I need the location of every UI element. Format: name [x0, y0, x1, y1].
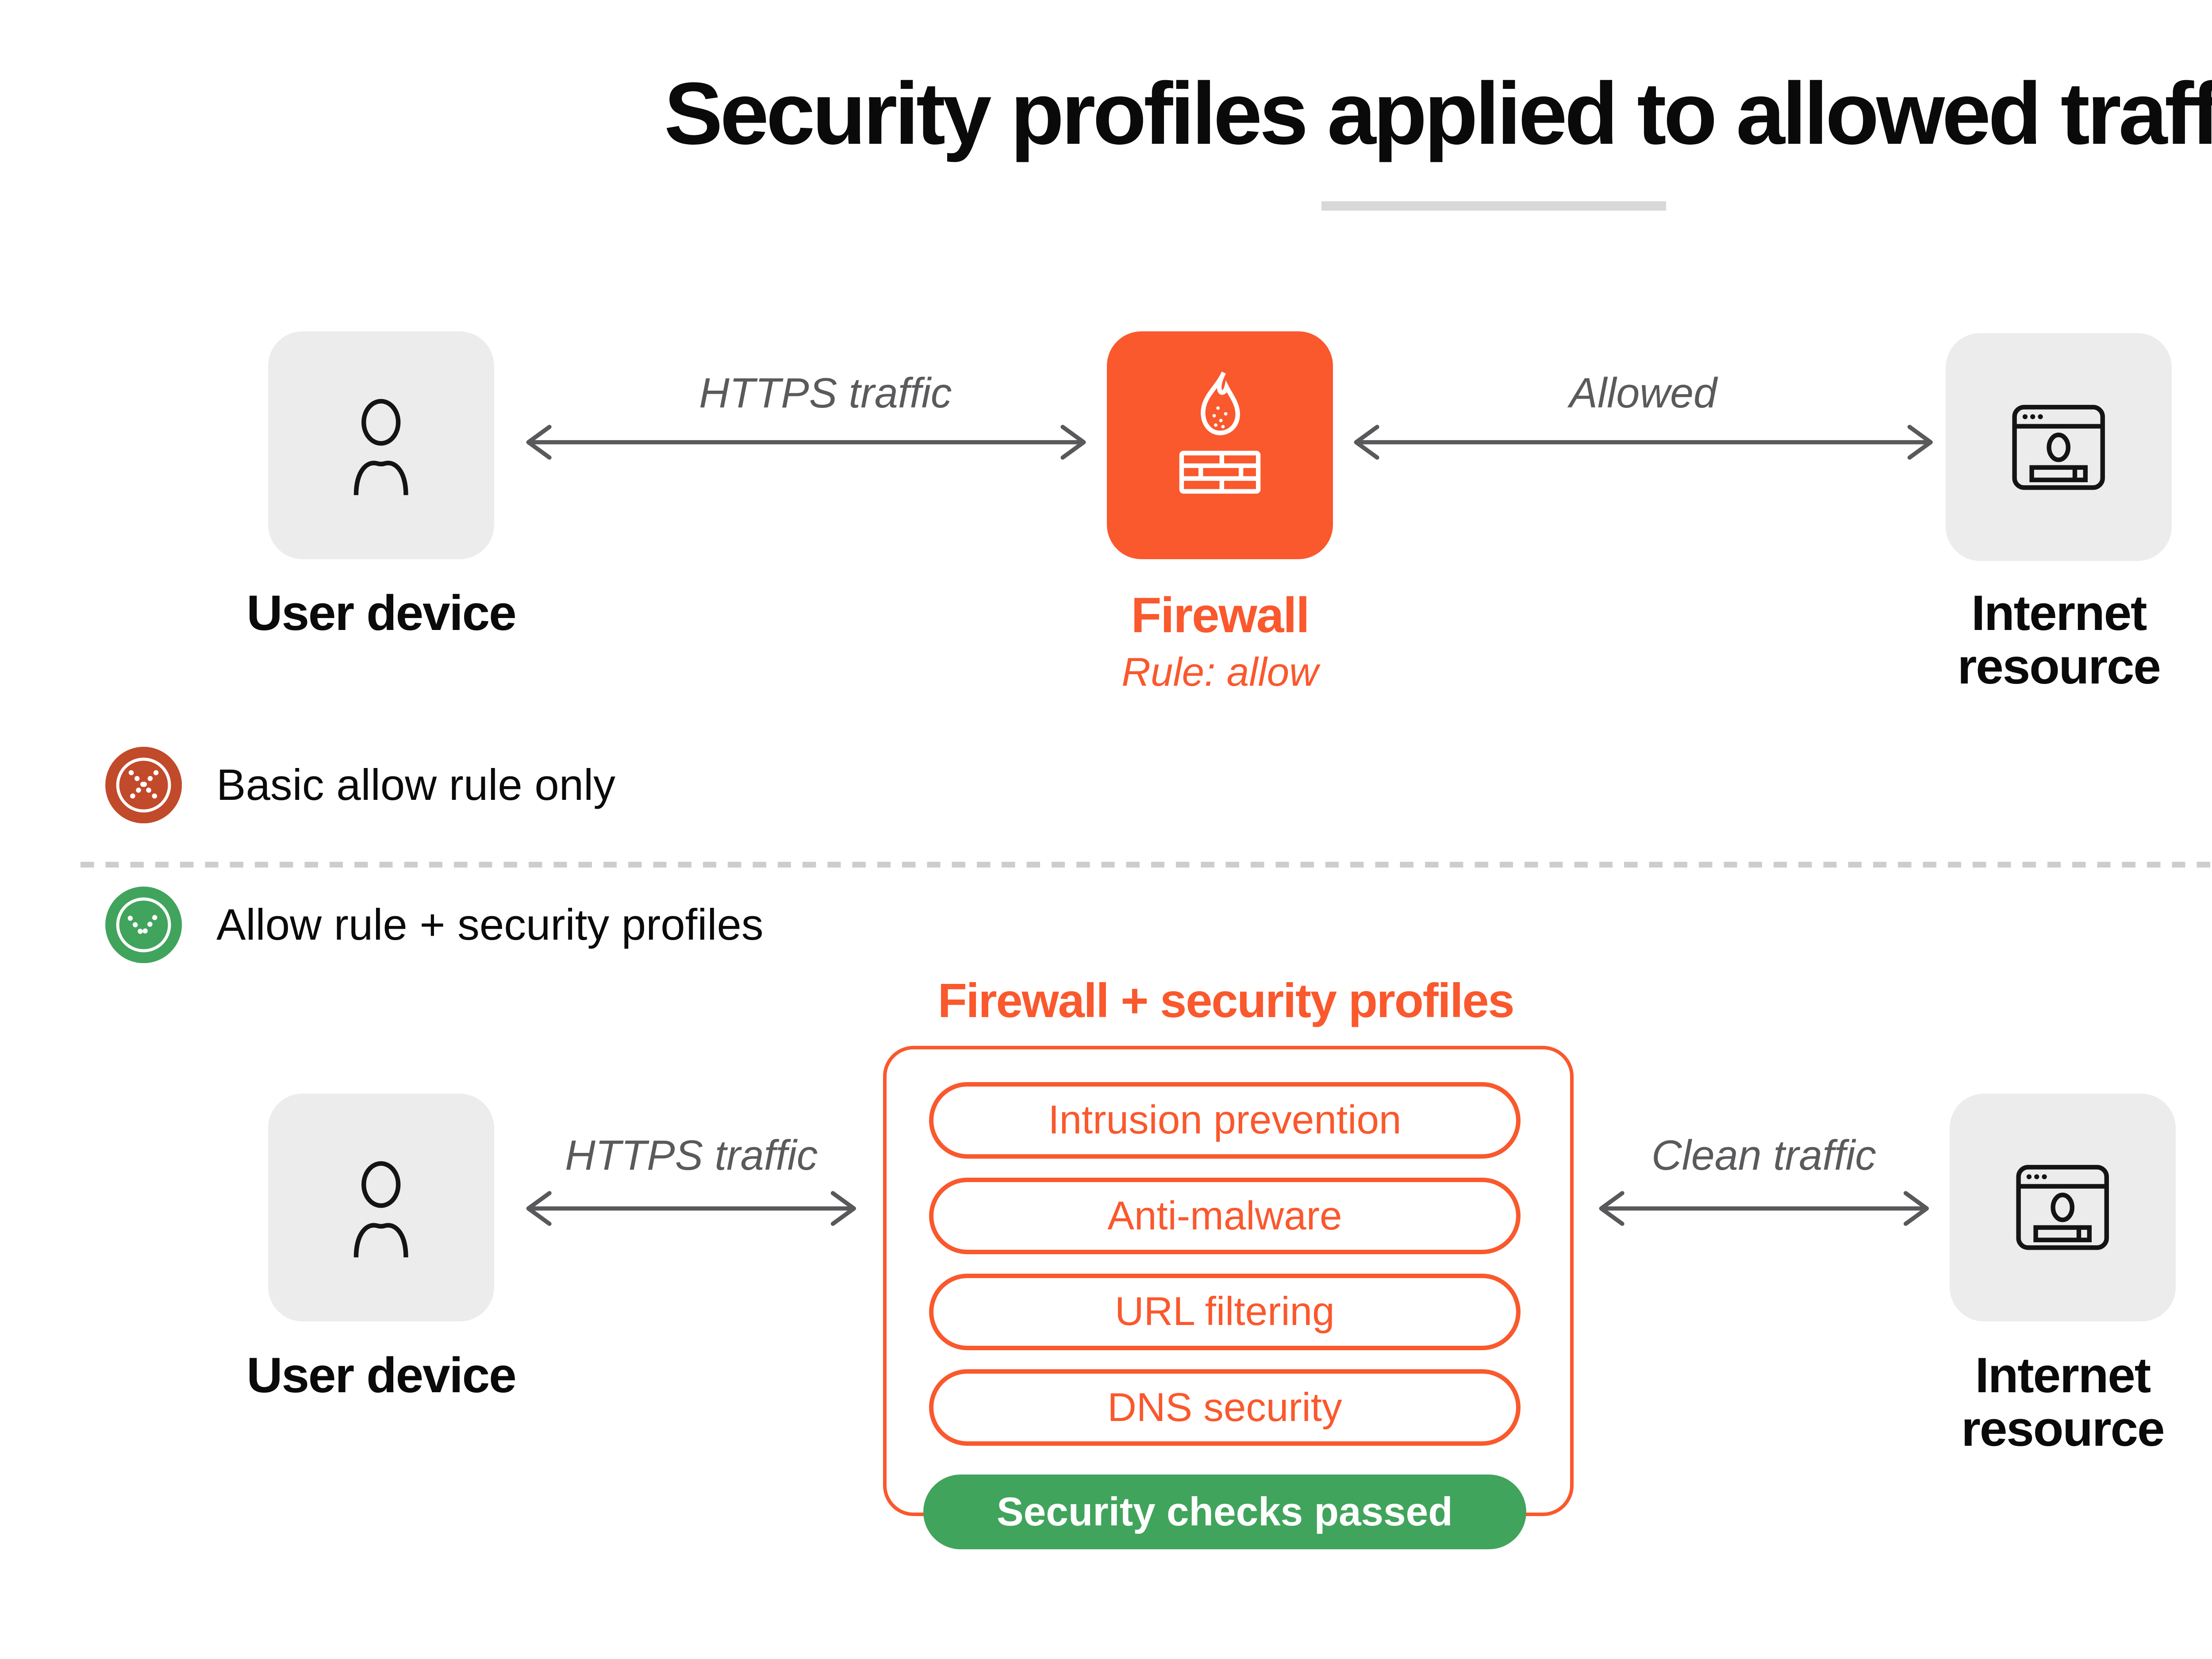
user-device-label: User device: [246, 584, 516, 641]
profile-pill-url-filtering: URL filtering: [929, 1273, 1521, 1350]
firewall-box: [1107, 331, 1333, 560]
firewall-rule-label: Rule: allow: [1121, 649, 1318, 695]
profile-pill-anti-malware: Anti-malware: [929, 1178, 1521, 1255]
internet-resource-box: [1949, 1093, 2176, 1321]
profile-pill-intrusion-prevention: Intrusion prevention: [929, 1082, 1521, 1159]
clean-traffic-arrow: [1599, 1191, 1929, 1226]
firewall-flame-icon: [1179, 371, 1261, 494]
user-device-label: User device: [246, 1347, 516, 1403]
https-traffic-label: HTTPS traffic: [699, 370, 952, 417]
clean-traffic-label: Clean traffic: [1651, 1132, 1877, 1179]
user-device-box: [268, 1093, 494, 1321]
page-title: Security profiles applied to allowed tra…: [664, 64, 2212, 163]
allowed-arrow: [1354, 425, 1933, 460]
internet-resource-label: Internet resource: [1961, 1347, 2165, 1456]
basic-rule-label: Basic allow rule only: [216, 760, 616, 810]
browser-icon: [2012, 404, 2105, 490]
user-icon: [353, 1161, 408, 1258]
profiles-rule-label: Allow rule + security profiles: [216, 900, 764, 949]
profiles-rule-check-icon: [105, 887, 182, 964]
internet-resource-label: Internet resource: [1957, 584, 2161, 694]
user-icon: [353, 399, 408, 495]
browser-icon: [2016, 1165, 2109, 1250]
security-checks-passed-pill: Security checks passed: [923, 1475, 1527, 1550]
https-traffic-arrow: [526, 425, 1086, 460]
firewall-label: Firewall: [1131, 587, 1310, 643]
basic-rule-x-icon: [105, 747, 182, 824]
https-traffic-arrow: [526, 1191, 856, 1226]
profile-pill-dns-security: DNS security: [929, 1369, 1521, 1446]
https-traffic-label: HTTPS traffic: [565, 1132, 818, 1179]
internet-resource-box: [1946, 333, 2172, 561]
user-device-box: [268, 331, 494, 560]
section-divider: [80, 862, 2212, 868]
profiles-section-heading: Firewall + security profiles: [937, 974, 1515, 1028]
title-underline: [1321, 201, 1667, 211]
allowed-label: Allowed: [1569, 370, 1717, 417]
